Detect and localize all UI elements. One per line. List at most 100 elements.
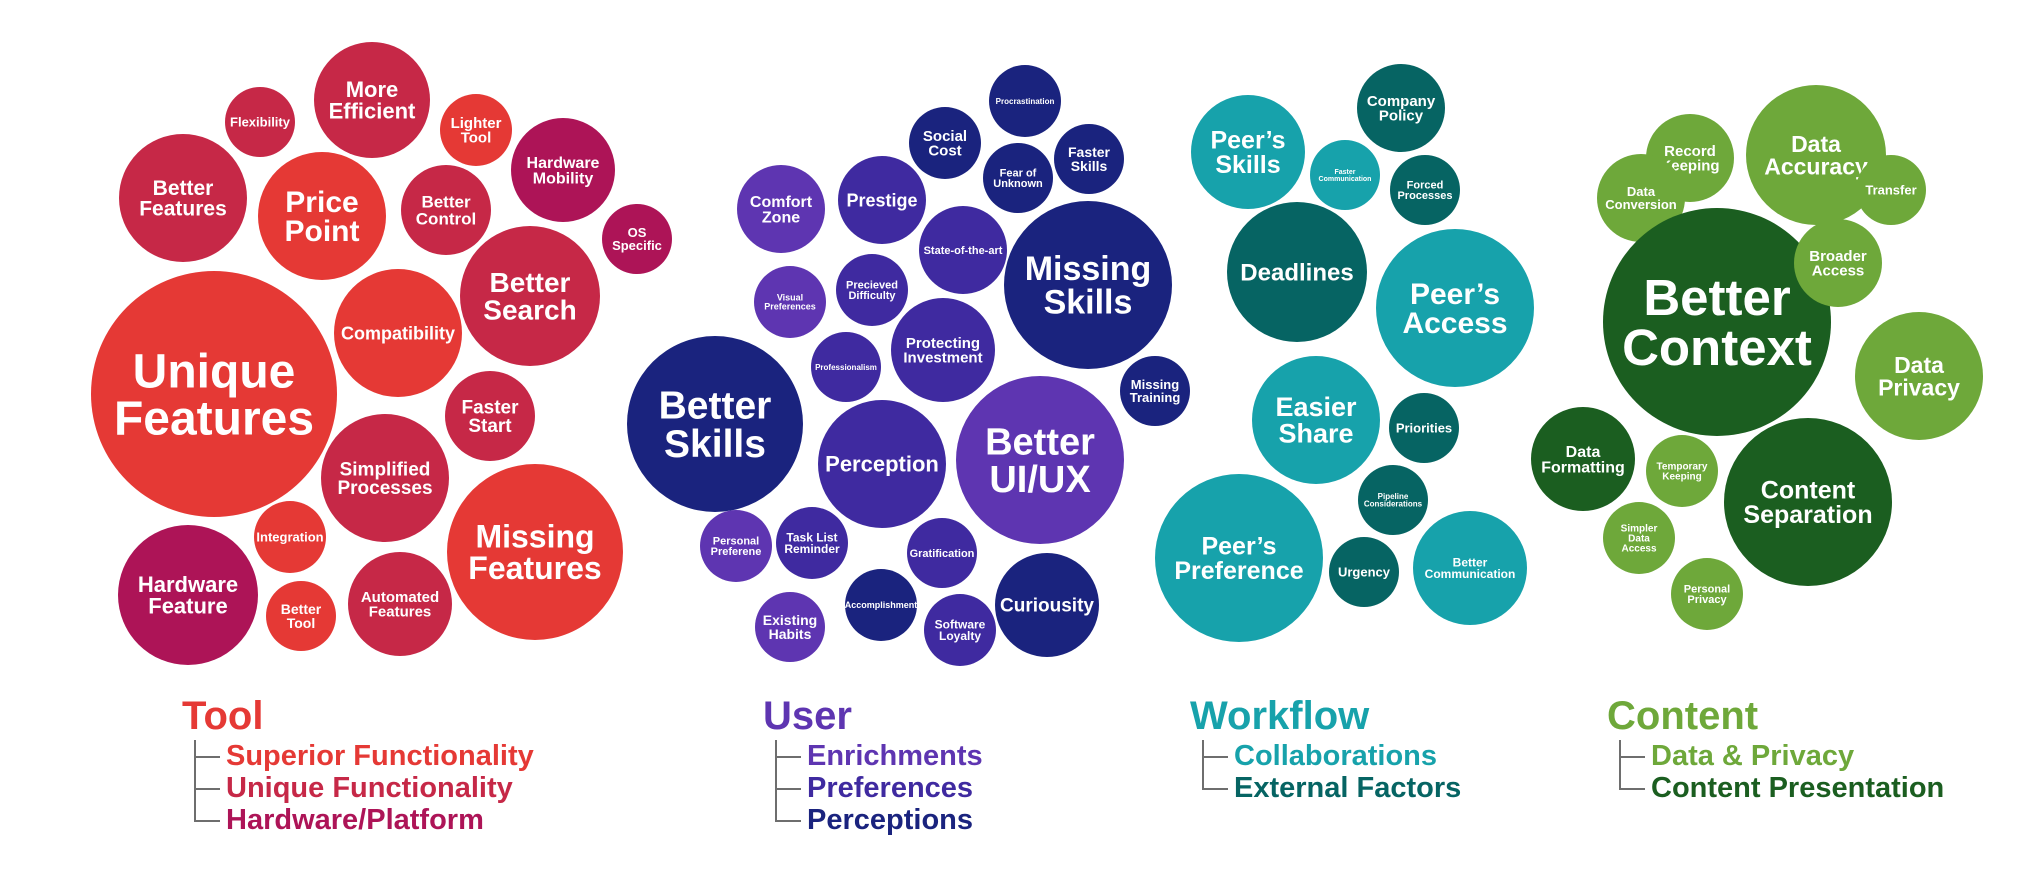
bubble-label: Reminder bbox=[784, 542, 840, 556]
bubble-label: Start bbox=[468, 416, 512, 437]
bubble-circle bbox=[1191, 95, 1305, 209]
bubble-label: Investment bbox=[903, 350, 982, 367]
bubble-label: Social bbox=[923, 128, 967, 145]
bubble-label: Features bbox=[114, 392, 314, 445]
bubble-deadlines: Deadlines bbox=[1227, 202, 1367, 342]
legend-tool: Tool Superior Functionality Unique Funct… bbox=[182, 694, 534, 836]
bubble-label: Visual bbox=[777, 293, 803, 303]
bubble-circle bbox=[836, 254, 908, 326]
bubble-label: Hardware bbox=[527, 155, 600, 172]
bubble-circle bbox=[919, 206, 1007, 294]
bubble-circle bbox=[818, 400, 946, 528]
legend-title-workflow: Workflow bbox=[1190, 694, 1370, 738]
bubble-label: Existing bbox=[763, 612, 817, 628]
legend-item-preferences: Preferences bbox=[775, 772, 983, 804]
bubble-label: Pipeline bbox=[1378, 492, 1409, 501]
bubble-label: Data bbox=[1628, 534, 1650, 545]
bubble-label: Features bbox=[369, 604, 432, 621]
bubble-circle bbox=[1603, 502, 1675, 574]
bubble-label: Deadlines bbox=[1240, 259, 1353, 286]
bubble-priorities: Priorities bbox=[1389, 393, 1459, 463]
bubble-label: Fear of bbox=[1000, 167, 1037, 179]
bubble-label: Prestige bbox=[846, 190, 917, 210]
bubble-accomplishment: Accomplishment bbox=[845, 569, 918, 641]
bubble-circle bbox=[1120, 356, 1190, 426]
bubble-label: Missing bbox=[475, 519, 594, 555]
bubble-label: Better bbox=[659, 385, 772, 428]
bubble-circle bbox=[924, 594, 996, 666]
bubble-label: Integration bbox=[256, 530, 323, 545]
bubble-label: Preferences bbox=[764, 302, 816, 312]
bubble-cluster-workflow: Peer’sSkillsCompanyPolicyFasterCommunica… bbox=[1155, 64, 1534, 642]
bubble-label: Simpler bbox=[1621, 524, 1658, 535]
bubble-label: State-of-the-art bbox=[924, 245, 1003, 257]
bubble-circle bbox=[907, 518, 977, 588]
bubble-circle bbox=[989, 65, 1061, 137]
bubble-curiousity: Curiousity bbox=[995, 553, 1099, 657]
bubble-label: Search bbox=[483, 295, 576, 326]
bubble-circle bbox=[321, 414, 449, 542]
bubble-label: Considerations bbox=[1364, 500, 1423, 509]
bubble-circle bbox=[119, 134, 247, 262]
bubble-label: Personal bbox=[713, 535, 759, 547]
bubble-label: Context bbox=[1622, 319, 1812, 376]
bubble-circle bbox=[1358, 465, 1428, 535]
bubble-label: Training bbox=[1130, 390, 1181, 405]
bubble-label: Accomplishment bbox=[845, 600, 918, 610]
bubble-label: Access bbox=[1402, 307, 1507, 340]
bubble-label: Point bbox=[285, 215, 360, 248]
bubble-label: Skills bbox=[664, 423, 766, 466]
legend-tree-content: Data & Privacy Content Presentation bbox=[1619, 740, 1944, 804]
bubble-circle bbox=[258, 152, 386, 280]
bubble-label: Data bbox=[1566, 444, 1601, 461]
bubble-label: Procrastination bbox=[996, 97, 1055, 106]
bubble-professionalism: Professionalism bbox=[811, 332, 881, 402]
bubble-label: Privacy bbox=[1687, 594, 1727, 606]
bubble-label: Difficulty bbox=[848, 290, 896, 302]
bubble-circle bbox=[1390, 155, 1460, 225]
bubble-label: Feature bbox=[148, 593, 227, 618]
bubble-label: Professionalism bbox=[815, 363, 877, 372]
bubble-circle bbox=[118, 525, 258, 665]
legend-title-user: User bbox=[763, 694, 852, 738]
legend-item-superior-functionality: Superior Functionality bbox=[194, 740, 534, 772]
bubble-circle bbox=[700, 510, 772, 582]
bubble-circle bbox=[440, 94, 512, 166]
bubble-circle bbox=[1855, 312, 1983, 440]
bubble-circle bbox=[1004, 201, 1172, 369]
bubble-label: Missing bbox=[1131, 377, 1179, 392]
bubble-circle bbox=[1746, 85, 1886, 225]
bubble-circle bbox=[737, 165, 825, 253]
bubble-label: Temporary bbox=[1657, 462, 1708, 473]
bubble-circle bbox=[1310, 140, 1380, 210]
legend-item-external-factors: External Factors bbox=[1202, 772, 1461, 804]
bubble-label: Better bbox=[1643, 269, 1791, 326]
bubble-circle bbox=[225, 87, 295, 157]
bubble-label: Faster bbox=[1334, 169, 1355, 176]
bubble-circle bbox=[460, 226, 600, 366]
bubble-circle bbox=[348, 552, 452, 656]
bubble-circle bbox=[754, 266, 826, 338]
bubble-label: Processes bbox=[1397, 190, 1452, 202]
bubble-circle bbox=[445, 371, 535, 461]
bubble-circle bbox=[983, 143, 1053, 213]
